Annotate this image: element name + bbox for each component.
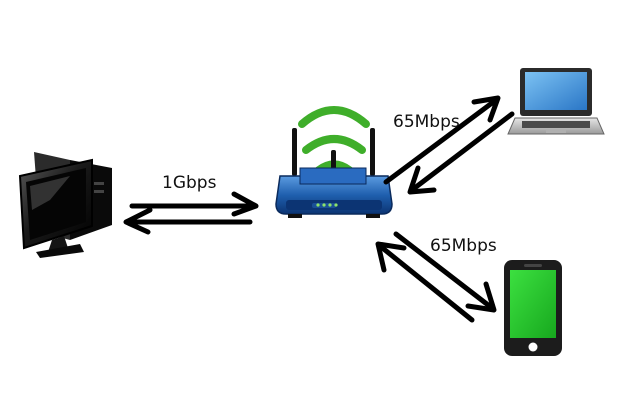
wireless-router-icon: [275, 106, 393, 218]
arrow-router-phone: [375, 231, 497, 323]
wifi-wave-outer: [298, 106, 370, 128]
desktop-computer-icon: [18, 152, 112, 258]
wifi-wave-middle: [302, 135, 366, 154]
link-label-router-phone: 65Mbps: [430, 236, 497, 256]
link-label-router-laptop: 65Mbps: [393, 112, 460, 132]
link-label-router-desktop: 1Gbps: [162, 173, 217, 193]
arrow-router-laptop: [383, 95, 515, 195]
smartphone-icon: [504, 260, 562, 356]
laptop-icon: [507, 68, 605, 135]
arrow-router-desktop: [123, 191, 259, 235]
